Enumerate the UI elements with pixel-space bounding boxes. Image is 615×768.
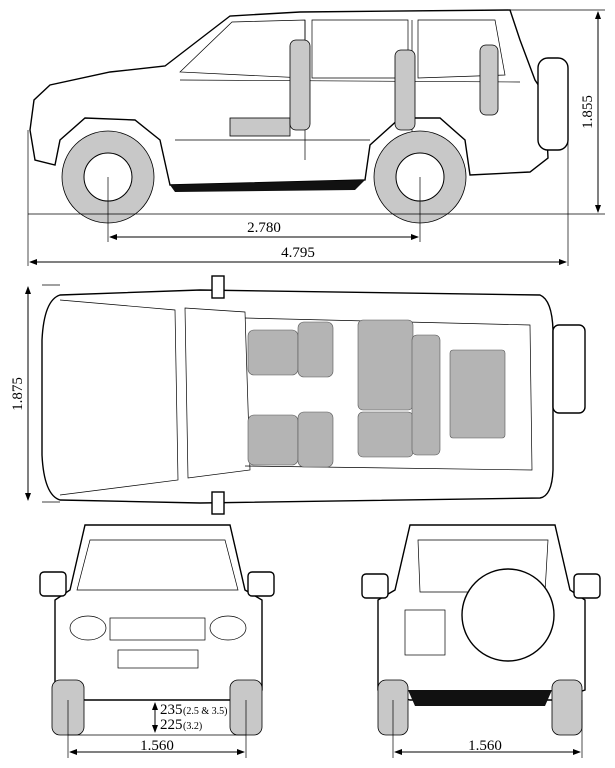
front-view: 235 (2.5 & 3.5) 225 (3.2) 1.560 (39, 524, 275, 758)
spare-wheel-rear (461, 568, 555, 662)
rear-track-label: 1.560 (468, 738, 502, 754)
mirror-right (247, 571, 275, 597)
wheelbase-label: 2.780 (247, 220, 281, 236)
width-label: 1.875 (10, 377, 26, 411)
length-label: 4.795 (281, 245, 315, 261)
front-track-label: 1.560 (140, 738, 174, 754)
height-label: 1.855 (580, 95, 596, 129)
mirror-right-rear (573, 573, 601, 599)
ground-clearance-b: 225 (160, 717, 183, 733)
spare-wheel-top (552, 324, 586, 414)
mirror-left (39, 571, 67, 597)
mirror-left-rear (361, 573, 389, 599)
top-view: 1.875 (10, 275, 586, 515)
ground-clearance-a: 235 (160, 702, 183, 718)
ground-clearance-a-note: (2.5 & 3.5) (183, 706, 227, 717)
spare-wheel (537, 57, 569, 151)
rear-view: 1.560 (361, 524, 601, 758)
side-view: 2.780 4.795 1.855 (27, 9, 605, 266)
ground-clearance-b-note: (3.2) (183, 721, 202, 732)
